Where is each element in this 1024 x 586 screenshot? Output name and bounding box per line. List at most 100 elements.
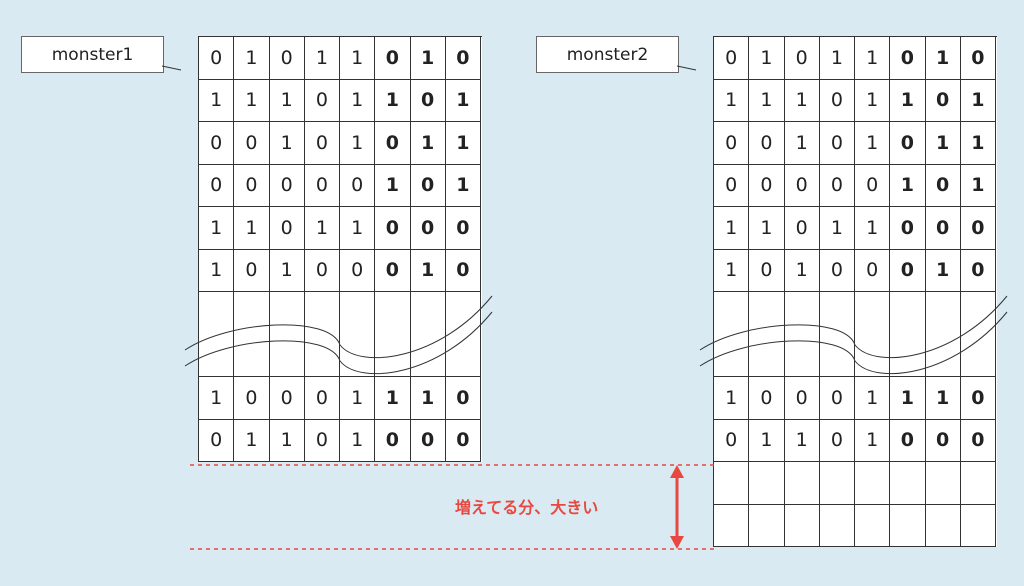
monster1-bit-cell: 0 [410, 419, 446, 462]
monster1-bit-cell: 1 [199, 207, 235, 250]
monster1-bit-cell: 0 [340, 164, 376, 207]
monster1-bit-cell: 1 [269, 249, 305, 292]
monster1-bit-cell: 1 [410, 249, 446, 292]
monster1-omitted-rows [199, 292, 482, 377]
monster2-bit-cell: 0 [714, 419, 750, 462]
monster2-bit-cell: 0 [819, 377, 855, 420]
monster2-extra-row [714, 504, 997, 547]
monster1-bit-cell: 0 [445, 37, 481, 80]
monster1-bit-cell: 1 [304, 37, 340, 80]
monster1-bit-cell: 0 [445, 377, 481, 420]
monster1-bit-cell: 0 [375, 249, 411, 292]
monster2-bit-cell: 1 [749, 37, 785, 80]
monster2-bit-cell: 1 [855, 377, 891, 420]
monster2-bit-cell: 1 [784, 249, 820, 292]
break-line-left-lower [184, 311, 493, 375]
monster1-blank-cell [445, 292, 481, 377]
monster2-bit-cell: 0 [749, 377, 785, 420]
monster2-bit-cell: 0 [784, 207, 820, 250]
monster2-bit-cell: 0 [749, 122, 785, 165]
monster2-bit-cell: 1 [855, 207, 891, 250]
size-arrow-head-up [670, 465, 684, 478]
monster2-bit-cell: 0 [890, 419, 926, 462]
monster2-omitted-rows [714, 292, 997, 377]
monster1-bit-cell: 0 [234, 377, 270, 420]
monster1-bit-cell: 1 [340, 419, 376, 462]
monster2-bit-cell: 0 [960, 37, 996, 80]
monster1-bit-cell: 1 [234, 37, 270, 80]
monster2-bit-cell [925, 504, 961, 547]
monster1-bit-cell: 0 [199, 122, 235, 165]
monster1-bit-cell: 0 [410, 164, 446, 207]
monster2-blank-cell [855, 292, 891, 377]
monster1-bit-cell: 1 [445, 164, 481, 207]
monster1-pointer [161, 65, 182, 71]
monster2-bit-cell: 1 [890, 164, 926, 207]
monster2-bit-cell: 1 [855, 419, 891, 462]
break-line-left-upper [184, 295, 493, 359]
monster1-label: monster1 [21, 36, 164, 73]
monster1-bit-cell: 0 [199, 419, 235, 462]
monster2-bit-cell [960, 462, 996, 505]
monster2-bit-cell [714, 462, 750, 505]
monster1-bit-cell: 1 [410, 377, 446, 420]
monster2-bit-cell [819, 504, 855, 547]
monster1-bit-cell: 0 [234, 122, 270, 165]
monster1-bit-cell: 1 [340, 79, 376, 122]
monster2-pointer [676, 65, 697, 71]
monster1-bit-cell: 0 [269, 164, 305, 207]
monster2-blank-cell [819, 292, 855, 377]
monster2-bit-cell [960, 504, 996, 547]
monster2-bit-cell: 1 [855, 79, 891, 122]
monster1-bit-cell: 0 [304, 419, 340, 462]
monster2-bit-cell: 0 [784, 164, 820, 207]
monster1-bit-cell: 0 [304, 164, 340, 207]
monster1-bit-cell: 1 [234, 207, 270, 250]
monster2-bit-cell: 0 [819, 79, 855, 122]
monster2-bit-cell: 0 [960, 419, 996, 462]
monster2-bit-cell: 1 [960, 79, 996, 122]
monster2-bit-cell [749, 462, 785, 505]
monster2-bit-cell: 0 [890, 37, 926, 80]
monster2-bit-cell: 0 [925, 164, 961, 207]
break-line-right-lower [699, 311, 1008, 375]
monster2-bit-cell: 0 [890, 249, 926, 292]
monster2-bit-cell: 1 [714, 377, 750, 420]
monster1-bit-cell: 0 [410, 207, 446, 250]
monster2-label: monster2 [536, 36, 679, 73]
monster2-bit-cell [749, 504, 785, 547]
size-difference-note: 増えてる分、大きい [455, 498, 599, 517]
monster1-bit-cell: 0 [375, 207, 411, 250]
monster1-bit-cell: 1 [199, 249, 235, 292]
monster2-blank-cell [960, 292, 996, 377]
monster1-bit-cell: 1 [340, 122, 376, 165]
monster1-bit-cell: 0 [445, 419, 481, 462]
monster1-bit-cell: 0 [304, 249, 340, 292]
monster1-blank-cell [340, 292, 376, 377]
monster1-blank-cell [269, 292, 305, 377]
monster2-bit-cell: 0 [714, 164, 750, 207]
monster2-blank-cell [714, 292, 750, 377]
monster2-bit-cell: 1 [890, 79, 926, 122]
monster1-bit-cell: 1 [445, 122, 481, 165]
monster1-bit-cell: 1 [234, 419, 270, 462]
monster1-bit-cell: 1 [375, 164, 411, 207]
monster1-bit-cell: 1 [199, 79, 235, 122]
monster1-bit-cell: 0 [304, 377, 340, 420]
monster2-bit-cell: 1 [714, 207, 750, 250]
monster2-bit-cell: 0 [714, 122, 750, 165]
monster2-bit-cell: 1 [925, 249, 961, 292]
monster1-bit-cell: 1 [234, 79, 270, 122]
monster1-bit-cell: 0 [375, 122, 411, 165]
